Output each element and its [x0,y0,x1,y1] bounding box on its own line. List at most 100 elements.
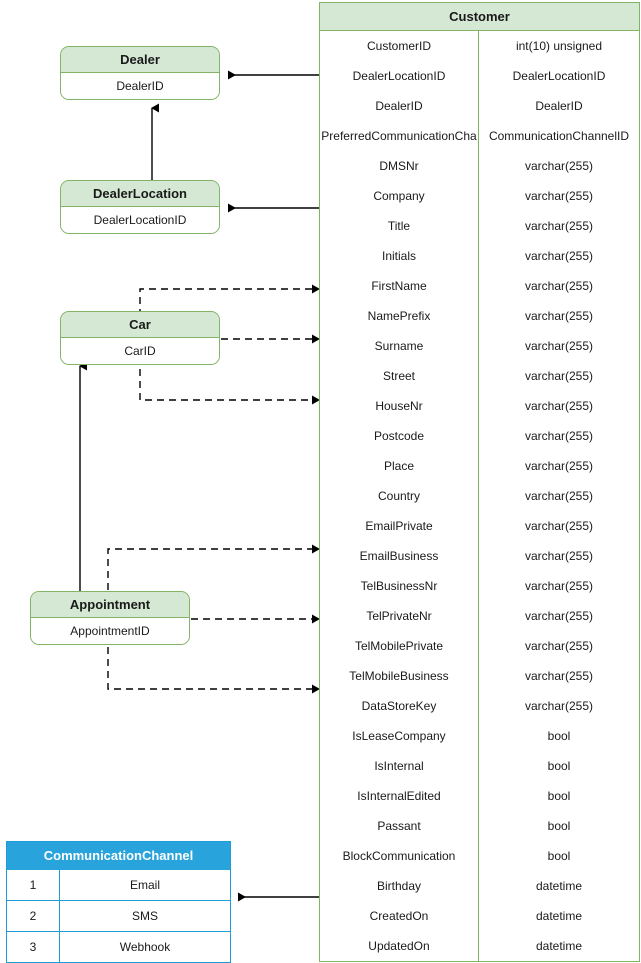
entity-car-title: Car [61,312,219,338]
entity-appointment[interactable]: Appointment AppointmentID [30,591,190,645]
customer-field-type: varchar(255) [524,639,594,653]
customer-field-type: varchar(255) [524,189,594,203]
customer-field-name: Passant [320,811,479,841]
customer-field-type: varchar(255) [524,579,594,593]
customer-field-name: EmailBusiness [320,541,479,571]
customer-field-name: Place [320,451,479,481]
table-row: Surname varchar(255) [320,331,639,361]
customer-field-name: DealerLocationID [320,61,479,91]
customer-field-type: DealerID [535,99,583,113]
customer-field-type: datetime [535,909,583,923]
entity-dealerlocation-title: DealerLocation [61,181,219,207]
customer-field-name: Street [320,361,479,391]
entity-car-field-carid: CarID [61,338,219,364]
customer-field-type: varchar(255) [524,459,594,473]
customer-field-type: varchar(255) [524,519,594,533]
customer-field-type: varchar(255) [524,369,594,383]
table-row: EmailBusiness varchar(255) [320,541,639,571]
customer-field-type: varchar(255) [524,609,594,623]
customer-field-name: TelPrivateNr [320,601,479,631]
customer-field-type: varchar(255) [524,489,594,503]
customer-field-name: Postcode [320,421,479,451]
table-communicationchannel-body: 1 Email 2 SMS 3 Webhook [7,870,230,962]
table-row: UpdatedOn datetime [320,931,639,961]
customer-field-type: varchar(255) [524,549,594,563]
table-row: 3 Webhook [7,931,230,962]
customer-field-name: TelBusinessNr [320,571,479,601]
communicationchannel-label: SMS [131,909,158,923]
edge-appointment-to-customer-top [107,544,320,590]
customer-field-type: varchar(255) [524,669,594,683]
customer-field-type: datetime [535,939,583,953]
customer-field-name: TelMobilePrivate [320,631,479,661]
customer-field-name: DMSNr [320,151,479,181]
customer-field-name: CustomerID [320,31,479,61]
table-row: 2 SMS [7,900,230,931]
communicationchannel-id: 3 [7,932,60,962]
entity-appointment-field-appointmentid: AppointmentID [31,618,189,644]
customer-field-type: CommunicationChannelID [488,129,630,143]
customer-field-name: IsInternalEdited [320,781,479,811]
customer-field-type: varchar(255) [524,159,594,173]
entity-dealer[interactable]: Dealer DealerID [60,46,220,100]
table-row: TelMobilePrivate varchar(255) [320,631,639,661]
customer-field-name: Initials [320,241,479,271]
table-row: PreferredCommunicationCha CommunicationCh… [320,121,639,151]
entity-dealer-field-dealerid: DealerID [61,73,219,99]
customer-field-name: DealerID [320,91,479,121]
customer-field-type: int(10) unsigned [515,39,603,53]
communicationchannel-id: 1 [7,870,60,900]
entity-appointment-title: Appointment [31,592,189,618]
customer-field-type: varchar(255) [524,309,594,323]
customer-field-name: HouseNr [320,391,479,421]
entity-dealer-title: Dealer [61,47,219,73]
table-row: FirstName varchar(255) [320,271,639,301]
entity-car[interactable]: Car CarID [60,311,220,365]
customer-field-name: Title [320,211,479,241]
customer-field-type: varchar(255) [524,429,594,443]
customer-field-name: FirstName [320,271,479,301]
customer-field-name: Surname [320,331,479,361]
customer-field-name: BlockCommunication [320,841,479,871]
customer-field-name: Country [320,481,479,511]
table-row: Place varchar(255) [320,451,639,481]
customer-field-name: DataStoreKey [320,691,479,721]
table-row: Postcode varchar(255) [320,421,639,451]
customer-field-name: CreatedOn [320,901,479,931]
table-row: CustomerID int(10) unsigned [320,31,639,61]
customer-field-type: varchar(255) [524,339,594,353]
customer-field-name: PreferredCommunicationCha [320,121,479,151]
table-communicationchannel-title: CommunicationChannel [7,842,230,870]
customer-field-type: varchar(255) [524,699,594,713]
customer-field-name: TelMobileBusiness [320,661,479,691]
table-row: DealerID DealerID [320,91,639,121]
table-row: Street varchar(255) [320,361,639,391]
communicationchannel-label: Email [129,878,160,892]
customer-field-name: IsLeaseCompany [320,721,479,751]
customer-field-type: datetime [535,879,583,893]
entity-dealerlocation[interactable]: DealerLocation DealerLocationID [60,180,220,234]
customer-field-type: varchar(255) [524,219,594,233]
table-row: TelMobileBusiness varchar(255) [320,661,639,691]
table-row: TelBusinessNr varchar(255) [320,571,639,601]
customer-field-name: UpdatedOn [320,931,479,961]
communicationchannel-label: Webhook [119,940,171,954]
edge-appointment-to-customer-bottom [107,647,320,694]
communicationchannel-id: 2 [7,901,60,931]
customer-field-type: varchar(255) [524,279,594,293]
table-communicationchannel[interactable]: CommunicationChannel 1 Email 2 SMS 3 Webhook [6,841,231,963]
